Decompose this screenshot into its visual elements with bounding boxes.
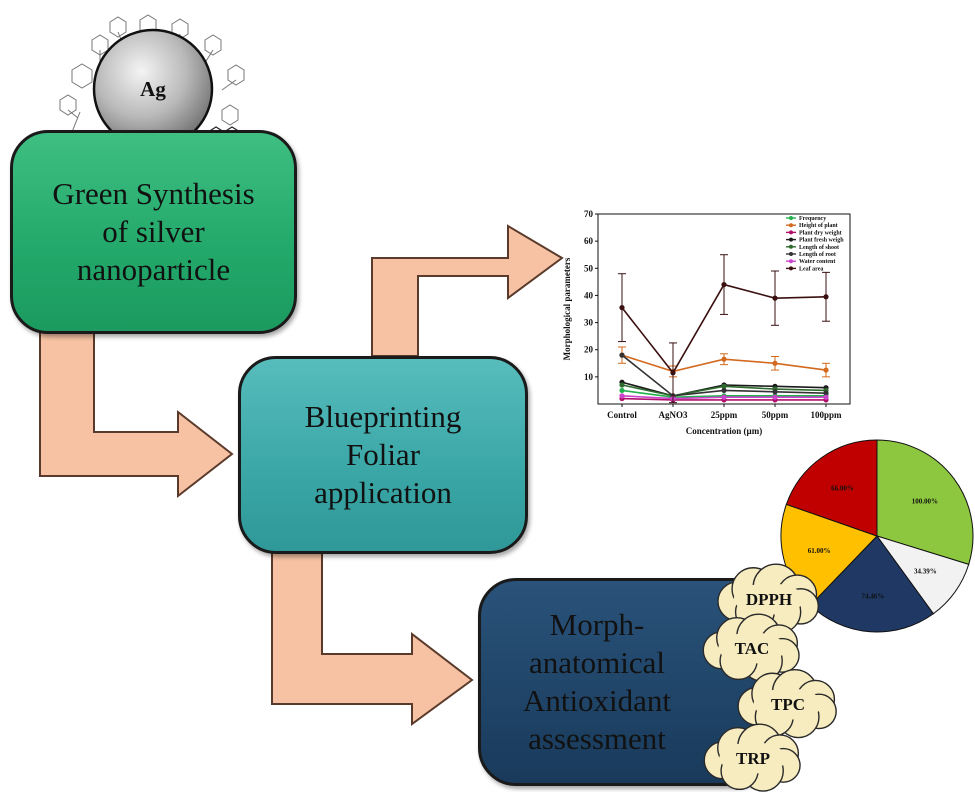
data-point xyxy=(619,305,625,311)
assessment-text: Morph- anatomical Antioxidant assessment xyxy=(522,607,672,756)
legend-marker xyxy=(789,230,793,235)
data-point xyxy=(772,360,778,366)
legend-marker xyxy=(789,244,793,249)
pie-slice xyxy=(809,535,935,633)
x-tick-label: 25ppm xyxy=(711,410,738,420)
data-point xyxy=(823,390,829,396)
data-point xyxy=(721,387,727,394)
legend-marker xyxy=(789,259,793,264)
data-point xyxy=(823,394,829,400)
data-point xyxy=(823,294,829,300)
legend-label: Length of shoot xyxy=(799,245,839,251)
arrow-synthesis-to-foliar xyxy=(39,327,234,499)
y-tick-label: 60 xyxy=(584,236,594,246)
data-point xyxy=(721,356,727,362)
pie-label: 100.00% xyxy=(912,498,938,506)
legend-marker xyxy=(789,216,793,220)
data-point xyxy=(721,394,727,400)
pie-slice xyxy=(785,439,878,537)
y-tick-label: 20 xyxy=(584,345,594,355)
x-tick-label: Control xyxy=(607,410,637,420)
ag-label: Ag xyxy=(140,77,166,101)
green-synthesis-text: Green Synthesis of silver nanoparticle xyxy=(52,176,255,287)
data-point xyxy=(619,382,625,388)
legend-label: Length of root xyxy=(799,252,836,258)
x-tick-label: 100ppm xyxy=(810,410,842,420)
y-tick-label: 50 xyxy=(584,263,594,273)
green-synthesis-box: Green Synthesis of silver nanoparticle xyxy=(10,130,297,334)
legend-label: Plant dry weight xyxy=(799,230,842,236)
foliar-application-text: Blueprinting Foliar application xyxy=(304,399,462,510)
pie-label: 34.39% xyxy=(914,568,937,576)
legend-label: Plant fresh weigh xyxy=(799,238,844,244)
pie-label: 74.46% xyxy=(862,592,885,600)
y-tick-label: 70 xyxy=(584,209,594,219)
data-point xyxy=(619,387,625,394)
data-point xyxy=(772,389,778,395)
data-point xyxy=(721,281,727,288)
x-tick-label: AgNO3 xyxy=(659,410,688,420)
x-tick-label: 50ppm xyxy=(762,410,789,420)
data-point xyxy=(619,393,625,399)
foliar-application-box: Blueprinting Foliar application xyxy=(238,356,528,554)
pie-chart: 100.00% 34.39% 74.46% 61.00% 66.00% xyxy=(780,439,974,633)
data-point xyxy=(721,383,727,389)
y-axis-label: Morphological parameters xyxy=(562,257,572,360)
y-tick-label: 30 xyxy=(584,318,594,328)
legend-marker xyxy=(789,223,793,228)
arrow-foliar-to-assessment xyxy=(271,547,474,726)
legend-label: Frequency xyxy=(799,216,826,222)
legend-label: Water content xyxy=(799,259,835,265)
y-tick-label: 10 xyxy=(584,372,594,382)
silver-nanoparticle: Ag xyxy=(92,28,214,150)
legend-label: Height of plant xyxy=(799,223,838,229)
pie-label: 66.00% xyxy=(831,484,854,492)
pie-slice xyxy=(876,439,974,565)
data-point xyxy=(823,367,829,373)
legend-marker xyxy=(789,237,793,242)
data-point xyxy=(670,370,676,376)
data-point xyxy=(619,352,625,358)
legend-label: Leaf area xyxy=(799,266,823,272)
legend-marker xyxy=(789,266,793,271)
data-point xyxy=(772,394,778,400)
data-point xyxy=(772,295,778,301)
pie-label: 61.00% xyxy=(808,547,831,555)
legend-marker xyxy=(789,252,793,256)
y-tick-label: 40 xyxy=(584,290,594,300)
arrow-foliar-to-chart xyxy=(371,224,564,357)
x-axis-label: Concentration (µm) xyxy=(686,426,762,436)
assessment-box: Morph- anatomical Antioxidant assessment xyxy=(478,578,774,786)
